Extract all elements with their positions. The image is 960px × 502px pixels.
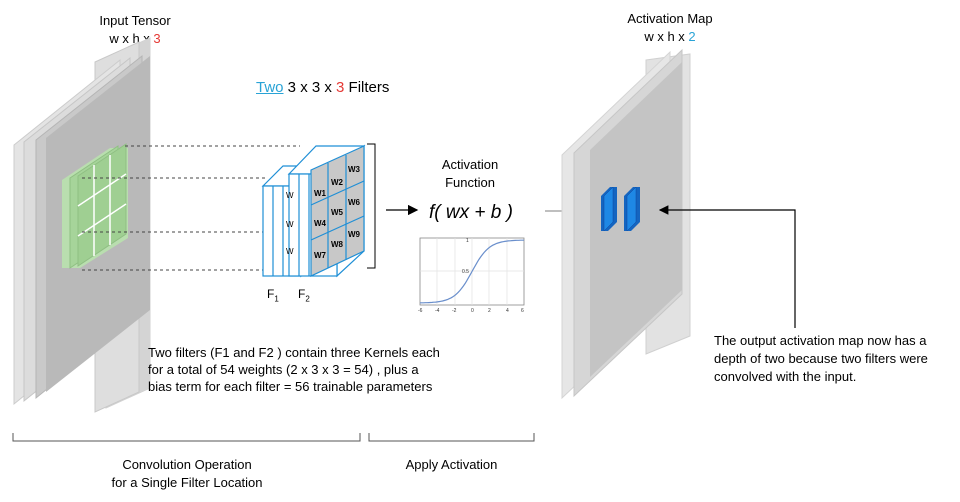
- activation-map-title: Activation Map w x h x 2: [627, 11, 713, 44]
- weight-w4: W4: [314, 219, 327, 228]
- activation-map-dims: w x h x 2: [644, 29, 696, 44]
- filter-f1-label: F1: [267, 287, 279, 304]
- plot-y-tick: 0.5: [462, 269, 469, 275]
- apply-activation-label: Apply Activation: [405, 457, 498, 472]
- activation-formula: f( wx + b ): [429, 202, 513, 223]
- sigmoid-plot: -6 -4 -2 0 2 4 6 0.5 1: [418, 237, 525, 314]
- filters-bracket: [367, 143, 376, 269]
- activation-function-title: Activation Function: [441, 157, 499, 190]
- weight-w3: W3: [348, 165, 361, 174]
- weight-w5: W5: [331, 208, 344, 217]
- filters-heading: Two 3 x 3 x 3 Filters: [256, 79, 390, 96]
- plot-x-tick: 4: [506, 308, 509, 314]
- weight-labels: W1 W2 W3 W4 W5 W6 W7 W8 W9: [314, 165, 361, 260]
- weight-w6: W6: [348, 198, 361, 207]
- activation-bracket: [368, 433, 535, 442]
- filter-f1-weight-label: W: [286, 220, 294, 229]
- sigmoid-curve: [420, 239, 524, 304]
- weight-w2: W2: [331, 178, 344, 187]
- plot-x-tick: -4: [435, 308, 440, 314]
- weight-w8: W8: [331, 240, 344, 249]
- plot-x-tick: -6: [418, 308, 423, 314]
- convolution-bracket: [12, 433, 361, 442]
- activation-map-description: The output activation map now has a dept…: [714, 333, 928, 384]
- convolution-operation-label: Convolution Operation for a Single Filte…: [111, 457, 263, 490]
- plot-x-tick: 2: [488, 308, 491, 314]
- filter-f1-weight-label: W: [286, 191, 294, 200]
- filter-f1-weight-label: W: [286, 247, 294, 256]
- activation-map: [561, 48, 691, 400]
- weight-w9: W9: [348, 230, 361, 239]
- weight-w7: W7: [314, 251, 327, 260]
- plot-x-tick: -2: [452, 308, 457, 314]
- weight-w1: W1: [314, 189, 327, 198]
- input-kernel-region: [62, 143, 128, 269]
- plot-x-tick: 0: [471, 308, 474, 314]
- weight-grid-face: [310, 145, 365, 277]
- filter-f2: [287, 144, 366, 278]
- arrow-to-activation-map: [658, 205, 796, 328]
- filter-parameters-description: Two filters (F1 and F2 ) contain three K…: [148, 345, 440, 394]
- plot-x-tick: 6: [521, 308, 524, 314]
- plot-y-tick: 1: [466, 238, 469, 244]
- filter-f2-label: F2: [298, 287, 310, 304]
- kernel-connector-lines: [82, 145, 300, 271]
